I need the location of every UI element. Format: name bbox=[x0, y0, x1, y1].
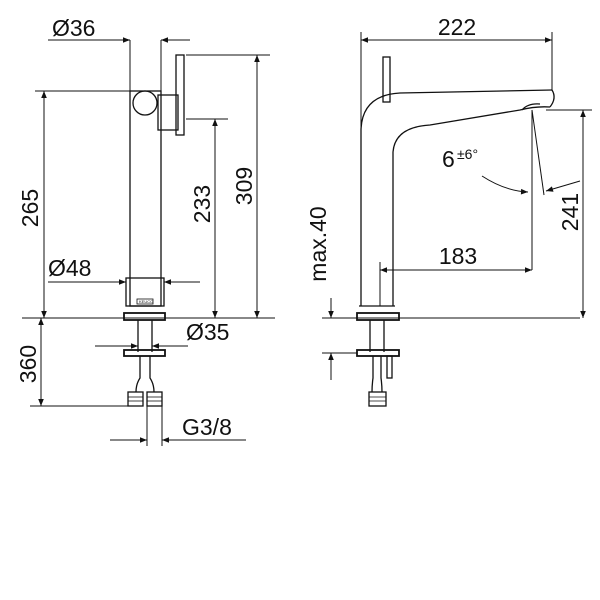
side-rod bbox=[386, 355, 393, 379]
body-cap bbox=[132, 90, 158, 116]
brand-label: KEUCO bbox=[139, 299, 153, 304]
spout-inner bbox=[392, 106, 551, 306]
dim-outlet-height: 241 bbox=[557, 193, 583, 231]
dim-hose-length: 360 bbox=[15, 345, 41, 383]
side-lever bbox=[382, 56, 391, 103]
dim-thread: G3/8 bbox=[182, 414, 232, 440]
dim-overall-height: 309 bbox=[231, 167, 257, 205]
side-hose bbox=[371, 356, 374, 393]
dim-angle-tolerance: ±6° bbox=[457, 146, 478, 162]
spout-tip bbox=[549, 89, 555, 108]
hose-right bbox=[149, 356, 155, 393]
hose-left bbox=[135, 356, 141, 393]
dim-outlet-reach: 183 bbox=[439, 243, 477, 269]
side-fixing-nut bbox=[356, 349, 400, 357]
dim-base-diameter: Ø48 bbox=[48, 255, 91, 281]
dim-lever-height: 233 bbox=[189, 185, 215, 223]
side-view-dimensions: 222 241 6 ±6° 183 max.40 bbox=[305, 14, 592, 380]
front-view: KEUCO bbox=[123, 54, 185, 407]
dim-counter-top: max.40 bbox=[305, 206, 331, 281]
dim-angle-main: 6 bbox=[442, 146, 455, 172]
spout-outlet bbox=[521, 103, 541, 111]
dim-body-height: 265 bbox=[17, 189, 43, 227]
counter-plate bbox=[123, 312, 166, 321]
front-view-dimensions: Ø36 265 233 309 Ø48 Ø35 360 G3/8 bbox=[15, 15, 275, 446]
fixing-nut bbox=[123, 349, 166, 357]
brand-label-box bbox=[136, 298, 154, 305]
side-view bbox=[356, 56, 555, 407]
spout-outer bbox=[360, 89, 553, 306]
side-counter-plate bbox=[356, 312, 400, 321]
dim-spout-diameter: Ø36 bbox=[52, 15, 95, 41]
hose-connector-right bbox=[146, 391, 163, 407]
dim-spout-reach: 222 bbox=[438, 14, 476, 40]
hose-connector-left bbox=[127, 391, 144, 407]
lever-joint bbox=[157, 94, 179, 131]
side-hose-connector bbox=[368, 391, 387, 407]
tap-base bbox=[125, 277, 165, 307]
dim-shank-diameter: Ø35 bbox=[186, 319, 229, 345]
tap-body bbox=[129, 90, 162, 307]
